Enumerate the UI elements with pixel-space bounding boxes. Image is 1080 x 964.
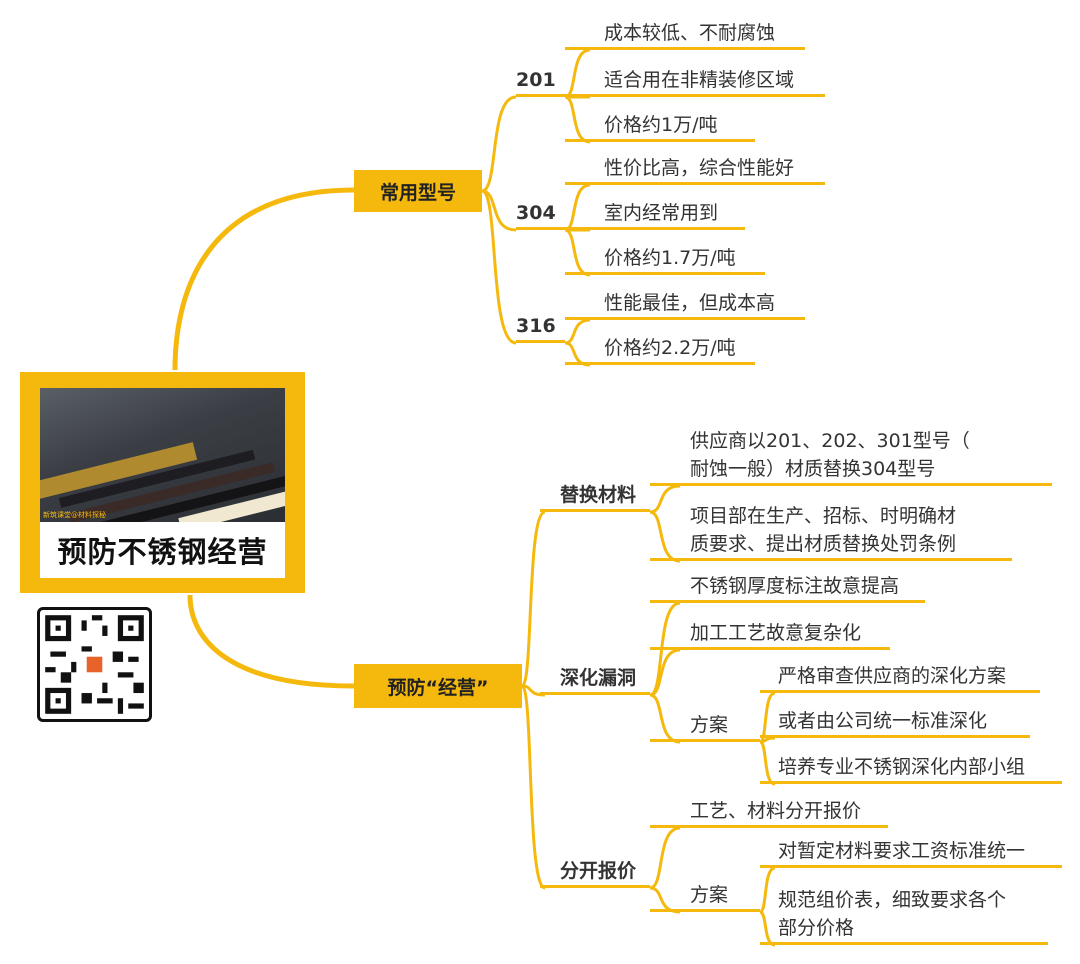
leaf: 价格约1.7万/吨 [565, 244, 765, 275]
model-201-label: 201 [516, 66, 565, 97]
central-title: 预防不锈钢经营 [40, 522, 285, 578]
main-connector [172, 187, 355, 371]
connector [520, 510, 546, 688]
leaf: 性价比高，综合性能好 [565, 154, 825, 185]
leaf: 对暂定材料要求工资标准统一 [760, 837, 1062, 868]
leaf: 规范组价表，细致要求各个部分价格 [760, 886, 1048, 945]
leaf: 性能最佳，但成本高 [565, 289, 805, 320]
leaf: 成本较低、不耐腐蚀 [565, 19, 805, 50]
leaf: 项目部在生产、招标、时明确材质要求、提出材质替换处罚条例 [650, 502, 1012, 561]
group-replace-material: 替换材料 [540, 481, 650, 512]
stainless-profiles-photo: 新筑课堂@材料探秘 [40, 388, 285, 522]
leaf: 或者由公司统一标准深化 [760, 707, 1030, 738]
connector [649, 484, 681, 514]
connector [649, 826, 681, 890]
leaf: 工艺、材料分开报价 [650, 797, 888, 828]
branch-common-models: 常用型号 [354, 170, 482, 212]
connector [481, 189, 517, 232]
branch-prevent-operation: 预防“经营” [354, 664, 522, 708]
connector [481, 95, 517, 193]
model-316-label: 316 [516, 312, 565, 343]
leaf: 价格约1万/吨 [565, 111, 755, 142]
model-304-label: 304 [516, 199, 565, 230]
leaf: 加工工艺故意复杂化 [650, 619, 890, 650]
leaf: 室内经常用到 [565, 199, 745, 230]
plan-label: 方案 [650, 711, 760, 742]
connector [649, 648, 681, 697]
connector [520, 684, 546, 890]
leaf: 培养专业不锈钢深化内部小组 [760, 753, 1062, 784]
connector [758, 866, 776, 914]
leaf: 适合用在非精装修区域 [565, 66, 825, 97]
leaf: 价格约2.2万/吨 [565, 334, 755, 365]
photo-tag: 新筑课堂@材料探秘 [43, 511, 106, 519]
qr-code [37, 607, 152, 722]
main-connector [187, 594, 355, 689]
plan-label: 方案 [650, 881, 760, 912]
leaf: 供应商以201、202、301型号（耐蚀一般）材质替换304型号 [650, 427, 1052, 486]
leaf: 不锈钢厚度标注故意提高 [650, 572, 925, 603]
central-image-node: 新筑课堂@材料探秘 预防不锈钢经营 [20, 372, 305, 593]
group-separate-quote: 分开报价 [540, 857, 650, 888]
connector [481, 189, 517, 345]
leaf: 严格审查供应商的深化方案 [760, 662, 1040, 693]
group-detailing-loophole: 深化漏洞 [540, 664, 650, 695]
